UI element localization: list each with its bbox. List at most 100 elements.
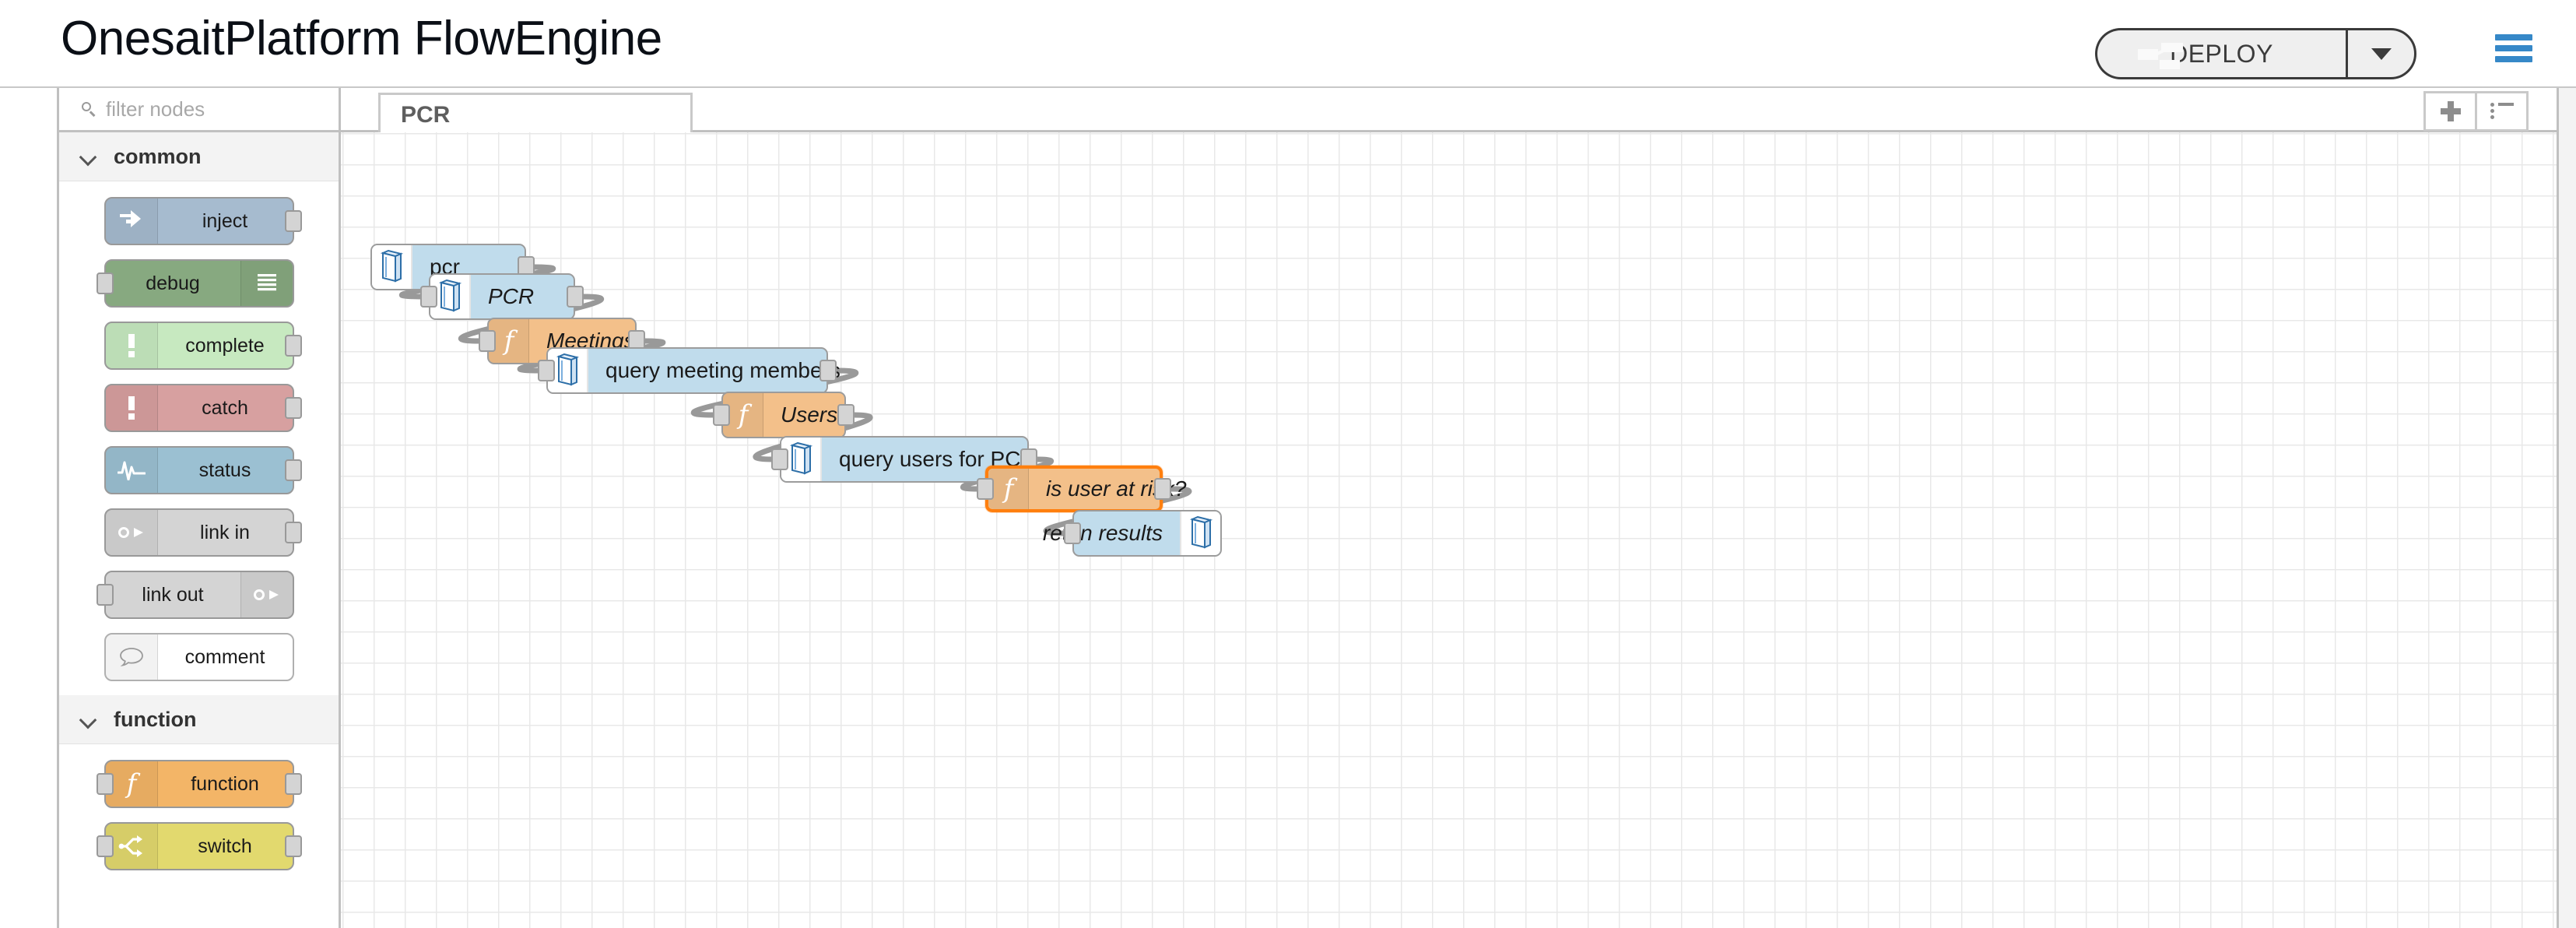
flow-node-output-port[interactable] <box>837 404 855 426</box>
svg-text:f: f <box>1001 473 1017 504</box>
deploy-options-button[interactable] <box>2346 28 2416 79</box>
node-palette: filter nodes common inject debug complete ca… <box>57 88 341 928</box>
deploy-button-group: DEPLOY <box>2095 28 2416 79</box>
function-fx-icon: f <box>105 761 158 807</box>
palette-node-output-port[interactable] <box>284 335 302 357</box>
palette-node-status[interactable]: status <box>104 446 302 494</box>
flow-node-input-port[interactable] <box>771 448 788 470</box>
filter-nodes-input[interactable]: filter nodes <box>59 88 339 132</box>
palette-node-label: link out <box>142 583 204 606</box>
palette-node-debug[interactable]: debug <box>96 259 294 308</box>
debug-lines-icon <box>240 261 293 306</box>
palette-node-label: catch <box>202 396 248 419</box>
flow-node-users[interactable]: f Users <box>713 392 855 438</box>
tab-pcr[interactable]: PCR <box>378 93 693 135</box>
inject-arrow-icon <box>105 199 158 244</box>
flow-node-pcr[interactable]: PCR <box>420 273 584 320</box>
palette-node-input-port[interactable] <box>96 584 114 606</box>
flow-node-query-users-for-pcr[interactable]: query users for PCR <box>771 436 1037 483</box>
flow-node-label: is user at risk? <box>1046 476 1187 501</box>
search-icon <box>81 101 97 117</box>
palette-node-input-port[interactable] <box>96 835 114 857</box>
chevron-down-icon <box>79 148 97 165</box>
deploy-button-label: DEPLOY <box>2170 39 2273 68</box>
tab-toolbar <box>2423 91 2529 132</box>
link-arrow-icon <box>105 510 158 555</box>
flow-node-label: query meeting members <box>605 358 841 382</box>
palette-node-complete[interactable]: complete <box>104 322 302 370</box>
palette-node-output-port[interactable] <box>284 210 302 232</box>
palette-node-inject[interactable]: inject <box>104 197 302 245</box>
flow-node-pcr[interactable]: pcr <box>370 244 535 290</box>
palette-node-output-port[interactable] <box>284 459 302 481</box>
flow-node-input-port[interactable] <box>977 478 994 500</box>
flow-node-label: retun results <box>1042 521 1163 545</box>
flow-node-query-meeting-members[interactable]: query meeting members <box>538 347 841 394</box>
palette-node-input-port[interactable] <box>96 272 114 294</box>
svg-text:f: f <box>124 768 140 800</box>
flow-node-output-port[interactable] <box>819 360 837 381</box>
speech-bubble-icon <box>105 634 158 680</box>
deploy-button[interactable]: DEPLOY <box>2095 28 2346 79</box>
palette-node-label: function <box>191 772 259 795</box>
flow-node-is-user-at-risk-[interactable]: f is user at risk? <box>977 466 1187 512</box>
palette-node-comment[interactable]: comment <box>104 633 294 681</box>
exclamation-icon <box>105 385 158 431</box>
chevron-down-icon <box>2371 47 2392 60</box>
palette-node-input-port[interactable] <box>96 773 114 795</box>
palette-node-output-port[interactable] <box>284 522 302 543</box>
palette-category-label: function <box>114 707 197 731</box>
svg-text:f: f <box>735 399 752 431</box>
palette-node-catch[interactable]: catch <box>104 384 302 432</box>
palette-category-body-common: inject debug complete catch status link in lin… <box>59 181 339 681</box>
page-title: OnesaitPlatform FlowEngine <box>61 12 662 65</box>
palette-node-link-out[interactable]: link out <box>96 571 294 619</box>
wire-layer <box>399 264 1192 536</box>
database-book-icon <box>372 245 412 289</box>
flow-node-input-port[interactable] <box>1064 522 1081 544</box>
flow-node-output-port[interactable] <box>1154 478 1171 500</box>
list-flows-button[interactable] <box>2477 93 2526 129</box>
palette-node-label: comment <box>184 645 265 668</box>
exclamation-icon <box>105 323 158 368</box>
add-flow-button[interactable] <box>2426 93 2477 129</box>
hamburger-menu-icon[interactable] <box>2495 34 2532 62</box>
palette-node-output-port[interactable] <box>284 773 302 795</box>
flow-node-input-port[interactable] <box>538 360 555 381</box>
flow-node-input-port[interactable] <box>479 330 496 352</box>
palette-category-body-function: f function switch <box>59 744 339 870</box>
filter-nodes-placeholder: filter nodes <box>106 97 205 121</box>
plus-icon <box>2440 101 2461 121</box>
palette-node-switch[interactable]: switch <box>96 822 302 870</box>
palette-node-label: inject <box>202 209 248 232</box>
palette-node-link-in[interactable]: link in <box>104 508 302 557</box>
chevron-down-icon <box>79 711 97 728</box>
palette-node-label: debug <box>146 272 200 294</box>
palette-node-function[interactable]: f function <box>96 760 302 808</box>
palette-category-function[interactable]: function <box>59 695 339 744</box>
app-header: OnesaitPlatform FlowEngine DEPLOY <box>0 0 2576 88</box>
flow-node-output-port[interactable] <box>567 286 584 308</box>
flow-node-input-port[interactable] <box>713 404 730 426</box>
palette-category-label: common <box>114 144 202 168</box>
palette-node-output-port[interactable] <box>284 835 302 857</box>
right-sidebar-gutter <box>2557 88 2576 928</box>
palette-node-label: switch <box>198 835 252 857</box>
palette-node-label: status <box>198 459 251 481</box>
palette-category-common[interactable]: common <box>59 132 339 181</box>
svg-text:f: f <box>501 325 518 357</box>
deploy-flow-icon <box>2138 43 2185 69</box>
flow-node-retun-results[interactable]: retun results <box>1043 510 1222 557</box>
palette-node-label: complete <box>185 334 265 357</box>
link-arrow-icon <box>240 572 293 617</box>
flow-node-input-port[interactable] <box>420 286 437 308</box>
flow-node-label: Users <box>781 402 838 427</box>
pulse-wave-icon <box>105 448 158 493</box>
tab-label: PCR <box>401 101 451 128</box>
palette-node-output-port[interactable] <box>284 397 302 419</box>
palette-node-label: link in <box>200 521 250 543</box>
list-icon <box>2490 103 2514 120</box>
function-fx-icon: f <box>988 469 1029 509</box>
